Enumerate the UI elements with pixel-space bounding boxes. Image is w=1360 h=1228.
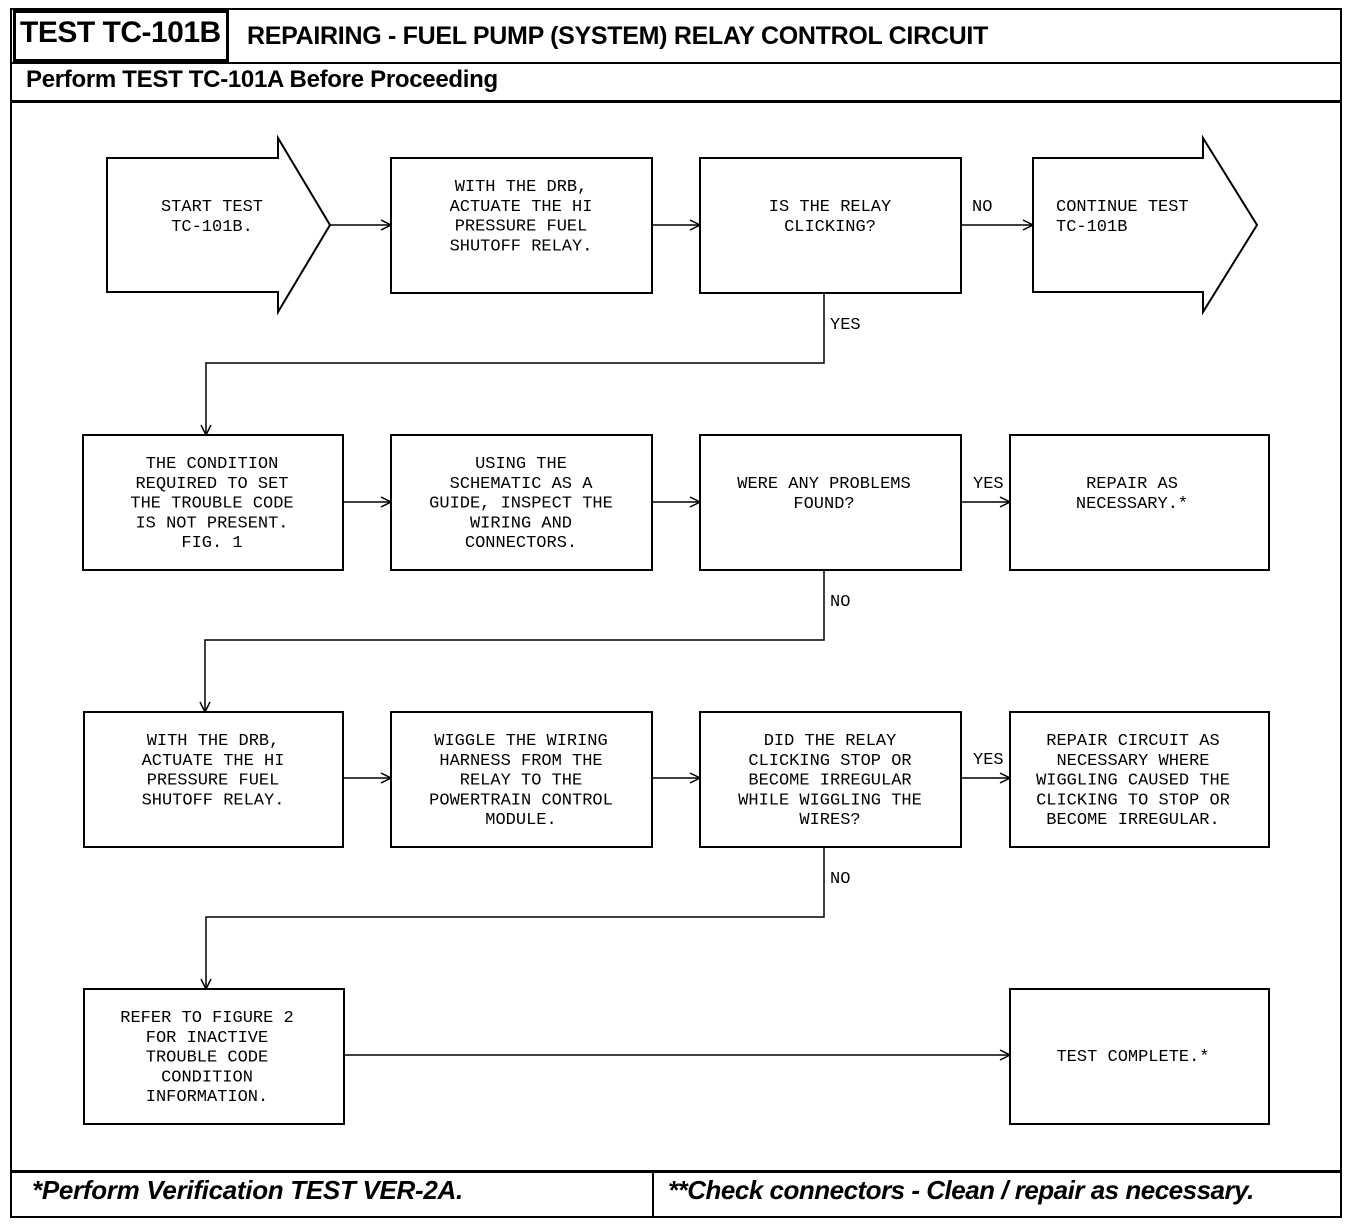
relay-clicking-box bbox=[699, 157, 962, 294]
continue-text-line: CONTINUE TEST bbox=[1056, 198, 1189, 217]
test-id: TEST TC-101B bbox=[20, 16, 221, 49]
relay-clicking-text-line: CLICKING? bbox=[784, 218, 876, 237]
condition-text-line: THE TROUBLE CODE bbox=[130, 495, 293, 514]
actuate-relay-box-2 bbox=[83, 711, 344, 848]
label-yes-problems: YES bbox=[973, 475, 1004, 494]
header-divider bbox=[10, 62, 1342, 64]
actuate-relay-text-line: PRESSURE FUEL bbox=[455, 218, 588, 237]
footer-note-verification: *Perform Verification TEST VER-2A. bbox=[32, 1175, 463, 1205]
label-yes-clicking: YES bbox=[830, 316, 861, 335]
repair-circuit-text-line: NECESSARY WHERE bbox=[1056, 752, 1209, 771]
refer-box bbox=[83, 988, 345, 1125]
label-no-problems: NO bbox=[830, 593, 850, 612]
condition-text-line: THE CONDITION bbox=[146, 455, 279, 474]
actuate-relay-text-line: ACTUATE THE HI bbox=[450, 198, 593, 217]
problems-text-line: WERE ANY PROBLEMS bbox=[737, 475, 910, 494]
actuate-relay-text-2-line: SHUTOFF RELAY. bbox=[142, 791, 285, 810]
refer-text-line: CONDITION bbox=[161, 1068, 253, 1087]
inspect-text-line: SCHEMATIC AS A bbox=[450, 475, 594, 494]
repair-circuit-box bbox=[1009, 711, 1270, 848]
refer-text-line: TROUBLE CODE bbox=[146, 1049, 268, 1068]
condition-box bbox=[82, 434, 344, 571]
footer-note-connectors: **Check connectors - Clean / repair as n… bbox=[668, 1175, 1254, 1205]
page-frame bbox=[10, 8, 1342, 1218]
wiggle-text-line: WIGGLE THE WIRING bbox=[434, 732, 607, 751]
refer-text-line: FOR INACTIVE bbox=[146, 1029, 268, 1048]
test-id-box bbox=[13, 10, 229, 62]
label-no-did-stop: NO bbox=[830, 870, 850, 889]
repair-circuit-text-line: WIGGLING CAUSED THE bbox=[1036, 772, 1230, 791]
did-stop-box bbox=[699, 711, 962, 848]
complete-text: TEST COMPLETE.* bbox=[1056, 1048, 1209, 1067]
inspect-text-line: CONNECTORS. bbox=[465, 534, 577, 553]
problems-text-line: FOUND? bbox=[793, 495, 854, 514]
label-yes-did-stop: YES bbox=[973, 751, 1004, 770]
repair-text-line: REPAIR AS bbox=[1086, 475, 1178, 494]
wiggle-text-line: MODULE. bbox=[485, 811, 556, 830]
connector-problems-no bbox=[205, 570, 825, 712]
inspect-text-line: USING THE bbox=[475, 455, 567, 474]
complete-text-line: TEST COMPLETE.* bbox=[1056, 1048, 1209, 1067]
did-stop-text-line: WHILE WIGGLING THE bbox=[738, 791, 922, 810]
did-stop-text-line: CLICKING STOP OR bbox=[748, 752, 911, 771]
wiggle-box bbox=[390, 711, 653, 848]
did-stop-text-line: DID THE RELAY bbox=[764, 732, 897, 751]
repair-text-line: NECESSARY.* bbox=[1076, 495, 1188, 514]
refer-text-line: REFER TO FIGURE 2 bbox=[120, 1009, 293, 1028]
actuate-relay-text-line: SHUTOFF RELAY. bbox=[450, 237, 593, 256]
start-text-line: START TEST bbox=[161, 198, 263, 217]
footer-split bbox=[652, 1172, 654, 1218]
condition-text-line: IS NOT PRESENT. bbox=[135, 514, 288, 533]
repair-circuit-text-line: BECOME IRREGULAR. bbox=[1046, 811, 1219, 830]
start-arrow-shape bbox=[106, 134, 332, 316]
condition-text-line: REQUIRED TO SET bbox=[135, 475, 288, 494]
actuate-relay-box bbox=[390, 157, 653, 294]
actuate-relay-text-2-line: PRESSURE FUEL bbox=[147, 772, 280, 791]
connector-did-stop-no bbox=[206, 847, 825, 989]
inspect-box bbox=[390, 434, 653, 571]
relay-clicking-text-line: IS THE RELAY bbox=[769, 198, 891, 217]
page-subtitle: Perform TEST TC-101A Before Proceeding bbox=[26, 66, 498, 93]
repair-box bbox=[1009, 434, 1270, 571]
inspect-text-line: GUIDE, INSPECT THE bbox=[429, 495, 613, 514]
problems-box bbox=[699, 434, 962, 571]
actuate-relay-text-2-line: WITH THE DRB, bbox=[147, 732, 280, 751]
did-stop-text-line: BECOME IRREGULAR bbox=[748, 772, 911, 791]
refer-text-line: INFORMATION. bbox=[146, 1088, 268, 1107]
footer-divider bbox=[10, 1170, 1342, 1173]
actuate-relay-text-line: WITH THE DRB, bbox=[455, 178, 588, 197]
wiggle-text-line: HARNESS FROM THE bbox=[439, 752, 602, 771]
repair-circuit-text-line: CLICKING TO STOP OR bbox=[1036, 791, 1230, 810]
label-no-clicking: NO bbox=[972, 198, 992, 217]
inspect-text-line: WIRING AND bbox=[470, 514, 572, 533]
condition-text-line: FIG. 1 bbox=[181, 534, 242, 553]
continue-arrow-shape bbox=[1032, 134, 1259, 316]
start-text-line: TC-101B. bbox=[171, 218, 253, 237]
actuate-relay-text-2-line: ACTUATE THE HI bbox=[142, 752, 285, 771]
continue-text-line: TC-101B bbox=[1056, 218, 1127, 237]
subtitle-divider bbox=[10, 100, 1342, 103]
did-stop-text-line: WIRES? bbox=[799, 811, 860, 830]
page-title: REPAIRING - FUEL PUMP (SYSTEM) RELAY CON… bbox=[247, 22, 988, 50]
connector-clicking-yes bbox=[206, 293, 825, 435]
repair-circuit-text-line: REPAIR CIRCUIT AS bbox=[1046, 732, 1219, 751]
wiggle-text-line: RELAY TO THE bbox=[460, 772, 582, 791]
complete-box bbox=[1009, 988, 1270, 1125]
wiggle-text-line: POWERTRAIN CONTROL bbox=[429, 791, 613, 810]
